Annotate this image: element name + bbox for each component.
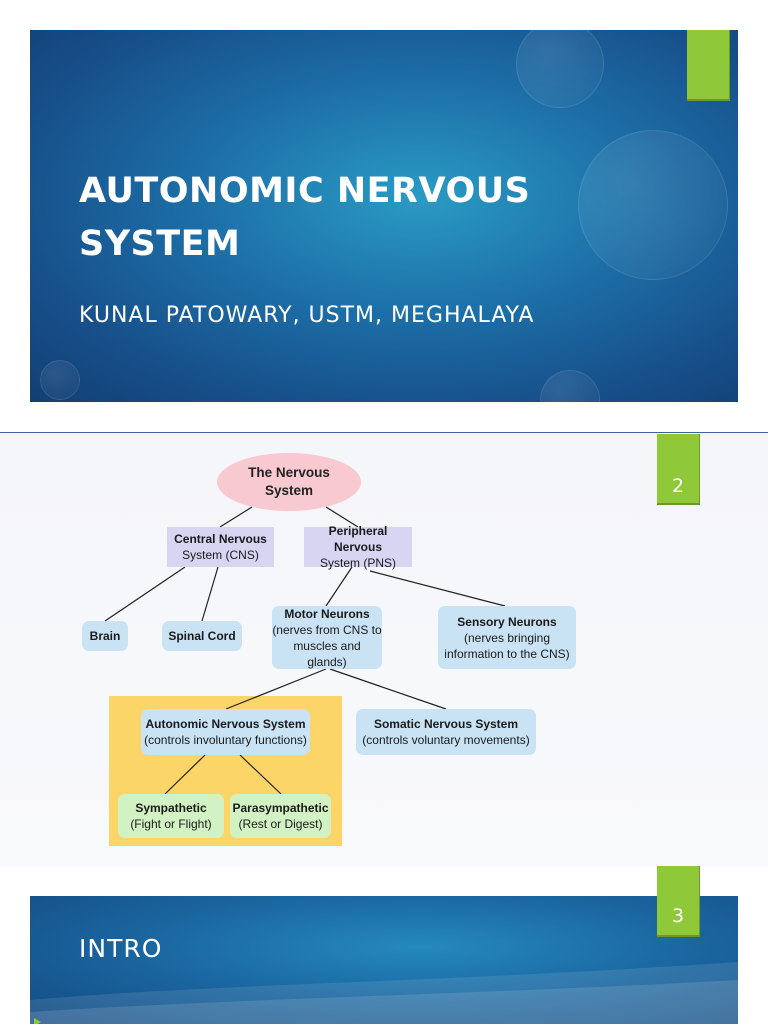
node-label: muscles and glands) (293, 638, 361, 669)
title-line-1: AUTONOMIC NERVOUS (79, 171, 531, 211)
connector (219, 506, 253, 528)
connector (325, 566, 353, 607)
title-line-2: SYSTEM (79, 224, 241, 264)
decor-bubble (40, 360, 80, 400)
connector (369, 570, 506, 607)
node-label: Motor Neurons (284, 606, 370, 621)
slide-1-heading: AUTONOMIC NERVOUS SYSTEM (79, 165, 639, 271)
node-label: Parasympathetic (232, 801, 329, 815)
page-number: 2 (671, 475, 685, 497)
page-number: 3 (671, 905, 685, 927)
slide-1-title: AUTONOMIC NERVOUS SYSTEM KUNAL PATOWARY,… (30, 30, 738, 402)
node-label: (nerves from CNS to (272, 622, 382, 637)
node-label: The Nervous (248, 465, 330, 480)
node-label: System (CNS) (182, 548, 259, 562)
node-label: (Rest or Digest) (238, 817, 323, 831)
node-central-nervous-system: Central Nervous System (CNS) (167, 527, 274, 567)
node-brain: Brain (82, 621, 128, 651)
connector (201, 566, 219, 622)
slide-number-tab: 2 (657, 434, 700, 505)
node-autonomic-nervous-system: Autonomic Nervous System (controls invol… (141, 709, 310, 755)
slide-1-subtitle: KUNAL PATOWARY, USTM, MEGHALAYA (79, 303, 535, 328)
node-label: Autonomic Nervous System (145, 717, 306, 731)
slide-3-heading: INTRO (79, 934, 163, 963)
slide-3-intro: INTRO (30, 896, 738, 1024)
slide-2-diagram: 2 The Nervous System Central Nervous Sys… (0, 432, 768, 867)
node-label: (nerves bringing (463, 630, 551, 645)
node-label: (controls voluntary movements) (362, 733, 530, 747)
bullet-arrow-icon (34, 1018, 41, 1024)
node-label: Peripheral Nervous (328, 524, 388, 554)
node-motor-neurons: Motor Neurons (nerves from CNS to muscle… (272, 606, 382, 669)
node-label: Sympathetic (135, 801, 207, 815)
decor-wave (30, 962, 738, 1024)
slide-number-tab: 3 (657, 866, 700, 937)
node-label: Sensory Neurons (457, 614, 557, 629)
diagram-connectors (104, 506, 506, 795)
connector (164, 754, 206, 795)
node-label: (controls involuntary functions) (144, 733, 307, 747)
connector (225, 668, 327, 710)
decor-bubble (578, 130, 728, 280)
connector (104, 566, 186, 622)
node-sensory-neurons: Sensory Neurons (nerves bringing informa… (438, 606, 576, 669)
node-somatic-nervous-system: Somatic Nervous System (controls volunta… (356, 709, 536, 755)
connector (239, 754, 282, 795)
connector (325, 506, 359, 528)
slide-number-tab (687, 30, 730, 101)
decor-bubble (516, 30, 604, 108)
node-spinal-cord: Spinal Cord (162, 621, 242, 651)
connector (329, 668, 447, 710)
node-label: System (PNS) (319, 556, 396, 570)
node-nervous-system: The Nervous System (217, 453, 361, 511)
node-label: (Fight or Flight) (130, 817, 212, 831)
node-label: Somatic Nervous System (373, 717, 519, 731)
node-label: System (264, 483, 314, 498)
node-label: information to the CNS) (444, 646, 570, 661)
node-parasympathetic: Parasympathetic (Rest or Digest) (230, 794, 331, 838)
decor-bubble (540, 370, 600, 402)
node-peripheral-nervous-system: Peripheral Nervous System (PNS) (304, 524, 412, 570)
node-sympathetic: Sympathetic (Fight or Flight) (118, 794, 224, 838)
node-label: Central Nervous (174, 532, 267, 546)
